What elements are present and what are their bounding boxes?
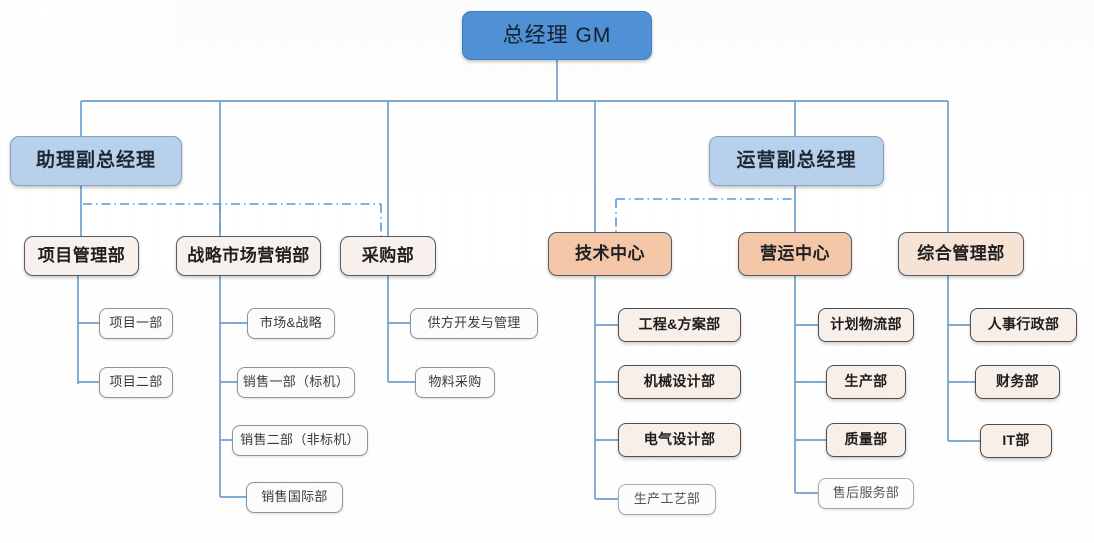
background-highlight: [0, 0, 220, 120]
node-label: 生产工艺部: [633, 491, 701, 507]
node-label: 综合管理部: [917, 243, 1005, 263]
node-project-management-dept[interactable]: 项目管理部: [24, 236, 139, 276]
node-label: 销售二部（非标机）: [240, 432, 360, 448]
node-after-sales-service-dept[interactable]: 售后服务部: [818, 478, 914, 509]
node-quality-dept[interactable]: 质量部: [826, 423, 906, 457]
node-label: 助理副总经理: [35, 149, 156, 171]
node-label: 项目二部: [109, 374, 163, 390]
node-label: 质量部: [844, 431, 888, 448]
node-material-purchasing[interactable]: 物料采购: [415, 367, 495, 398]
node-operation-center[interactable]: 营运中心: [738, 232, 852, 276]
node-label: 电气设计部: [643, 431, 716, 448]
node-strategy-marketing-dept[interactable]: 战略市场营销部: [176, 236, 321, 276]
node-supplier-development[interactable]: 供方开发与管理: [410, 308, 538, 339]
node-hr-admin-dept[interactable]: 人事行政部: [970, 308, 1077, 342]
node-production-dept[interactable]: 生产部: [826, 365, 906, 399]
node-label: 供方开发与管理: [427, 315, 521, 331]
node-label: 战略市场营销部: [187, 245, 310, 265]
node-label: 计划物流部: [830, 316, 902, 333]
node-operation-vice-gm[interactable]: 运营副总经理: [709, 136, 884, 186]
node-label: 工程&方案部: [638, 316, 721, 333]
node-label: 人事行政部: [987, 316, 1060, 333]
node-label: 物料采购: [428, 374, 482, 390]
node-label: 采购部: [361, 245, 415, 265]
node-label: 机械设计部: [643, 373, 716, 390]
node-assistant-vice-gm[interactable]: 助理副总经理: [10, 136, 182, 186]
node-label: 财务部: [996, 373, 1039, 390]
node-label: 项目管理部: [37, 245, 126, 265]
node-label: 市场&战略: [259, 315, 323, 331]
node-label: 营运中心: [760, 243, 830, 263]
node-technology-center[interactable]: 技术中心: [548, 232, 672, 276]
node-general-admin-dept[interactable]: 综合管理部: [898, 232, 1024, 276]
node-sales-team-2[interactable]: 销售二部（非标机）: [232, 425, 368, 456]
node-label: 售后服务部: [832, 485, 900, 501]
node-mechanical-design-dept[interactable]: 机械设计部: [618, 365, 741, 399]
node-electrical-design-dept[interactable]: 电气设计部: [618, 423, 741, 457]
node-production-process-dept[interactable]: 生产工艺部: [618, 484, 716, 515]
node-label: 项目一部: [109, 315, 163, 331]
node-project-team-2[interactable]: 项目二部: [99, 367, 173, 398]
node-label: 运营副总经理: [736, 149, 857, 171]
node-label: 技术中心: [575, 243, 645, 263]
node-label: 销售国际部: [261, 489, 328, 505]
node-it-dept[interactable]: IT部: [980, 424, 1052, 458]
node-international-sales[interactable]: 销售国际部: [246, 482, 343, 513]
node-label: 生产部: [844, 373, 888, 390]
node-engineering-solution-dept[interactable]: 工程&方案部: [618, 308, 741, 342]
node-finance-dept[interactable]: 财务部: [975, 365, 1060, 399]
node-label: IT部: [1002, 432, 1030, 449]
node-root-gm[interactable]: 总经理 GM: [462, 11, 652, 60]
node-label: 总经理 GM: [502, 23, 612, 47]
node-project-team-1[interactable]: 项目一部: [99, 308, 173, 339]
node-purchasing-dept[interactable]: 采购部: [340, 236, 436, 276]
node-label: 销售一部（标机）: [242, 374, 350, 390]
node-sales-team-1[interactable]: 销售一部（标机）: [237, 367, 355, 398]
node-market-strategy[interactable]: 市场&战略: [247, 308, 335, 339]
node-planning-logistics-dept[interactable]: 计划物流部: [818, 308, 914, 342]
